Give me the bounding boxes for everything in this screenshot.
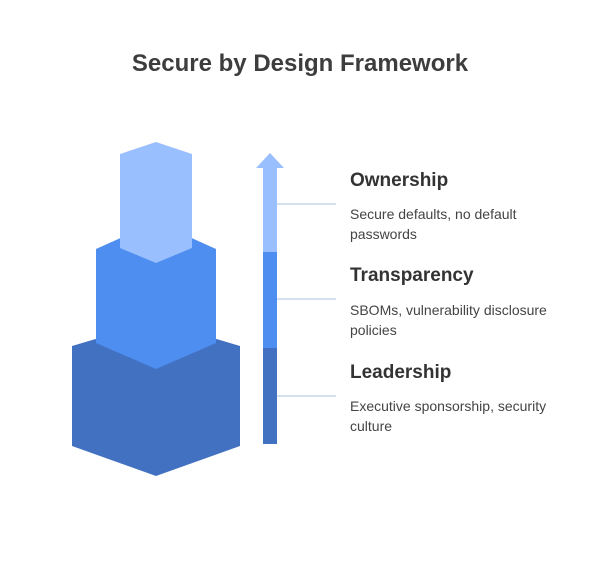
arrow-up-icon xyxy=(256,153,284,168)
block-leadership xyxy=(72,321,240,476)
block-ownership xyxy=(120,142,192,263)
tier-description-ownership: Secure defaults, no default passwords xyxy=(350,206,517,242)
tier-description-leadership: Executive sponsorship, security culture xyxy=(350,398,547,434)
arrow-segment-ownership xyxy=(263,166,277,252)
tier-heading-ownership: Ownership xyxy=(350,170,449,191)
arrow-segment-transparency xyxy=(263,252,277,348)
tier-heading-leadership: Leadership xyxy=(350,362,452,383)
tier-heading-transparency: Transparency xyxy=(350,265,474,286)
block-transparency xyxy=(96,222,216,369)
tier-description-transparency: SBOMs, vulnerability disclosure policies xyxy=(350,302,547,338)
page-title: Secure by Design Framework xyxy=(131,50,469,77)
arrow-segment-leadership xyxy=(263,348,277,444)
